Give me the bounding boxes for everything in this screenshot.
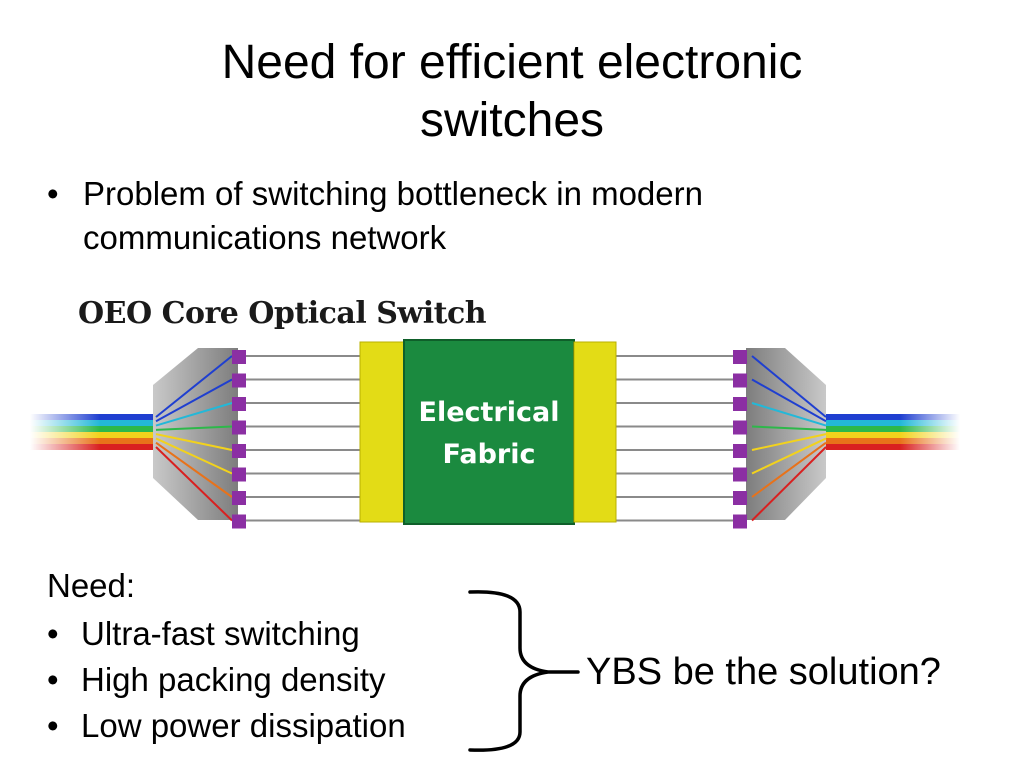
need-item-text: High packing density <box>81 661 386 698</box>
fanout-line <box>155 355 233 418</box>
problem-text: Problem of switching bottleneck in moder… <box>83 172 703 260</box>
fanin-line <box>751 446 827 522</box>
fanin-line <box>751 402 827 427</box>
mux-housing <box>746 348 826 520</box>
output-fiber-band <box>826 432 960 438</box>
input-port <box>232 373 246 388</box>
fanout-line <box>155 433 233 451</box>
output-fiber-band <box>826 438 960 444</box>
output-fiber-band <box>826 426 960 432</box>
problem-text-line-1: Problem of switching bottleneck in moder… <box>83 175 703 212</box>
fabric-right-side <box>573 341 617 523</box>
fabric-left-side <box>359 341 407 523</box>
need-bullet: • <box>47 707 59 744</box>
problem-text-line-2: communications network <box>83 219 447 256</box>
fanin-line <box>751 355 827 418</box>
output-port <box>733 350 747 364</box>
demux-fanout-lines <box>155 355 233 522</box>
need-item-text: Low power dissipation <box>81 707 406 744</box>
input-port <box>232 350 246 364</box>
fabric-label-line-1: Electrical <box>418 397 560 428</box>
diagram-heading: OEO Core Optical Switch <box>78 296 487 331</box>
problem-bullet: • Problem of switching bottleneck in mod… <box>47 172 947 260</box>
output-ports <box>733 350 747 529</box>
input-port <box>232 420 246 435</box>
input-port <box>232 514 246 529</box>
need-heading: Need: <box>47 567 136 604</box>
output-port <box>733 444 747 458</box>
need-bullet: • <box>47 615 59 652</box>
output-port <box>733 491 747 505</box>
electrical-fabric-block <box>403 339 575 525</box>
title-line-1: Need for efficient electronic <box>221 36 803 89</box>
fanout-line <box>155 378 233 423</box>
fabric-label-line-2: Fabric <box>442 439 536 470</box>
input-port <box>232 444 246 458</box>
fanout-line <box>155 437 233 475</box>
input-ports <box>232 350 246 529</box>
input-port <box>232 467 246 482</box>
solution-question: YBS be the solution? <box>586 651 941 693</box>
demux-housing <box>153 348 238 520</box>
fanout-line <box>155 441 233 498</box>
fanout-line <box>155 402 233 427</box>
fabric-label: Electrical Fabric <box>405 392 573 476</box>
fanin-line <box>751 433 827 451</box>
output-fiber-band <box>826 420 960 426</box>
fanout-line <box>155 425 233 431</box>
fanin-line <box>751 437 827 475</box>
fanin-line <box>751 441 827 498</box>
output-port <box>733 514 747 529</box>
input-port <box>232 491 246 505</box>
channel-lines <box>244 355 734 522</box>
output-port <box>733 420 747 435</box>
need-bullet: • <box>47 661 59 698</box>
fanin-line <box>751 378 827 423</box>
output-port <box>733 397 747 411</box>
title-line-2: switches <box>419 94 605 147</box>
need-item: • Ultra-fast switching <box>47 612 406 658</box>
mux-fanin-lines <box>751 355 827 522</box>
output-fade <box>900 408 960 456</box>
fanout-line <box>155 446 233 522</box>
output-fiber-bundle <box>826 414 960 450</box>
need-item: • High packing density <box>47 658 406 704</box>
input-port <box>232 397 246 411</box>
input-fade <box>30 408 100 456</box>
need-item-text: Ultra-fast switching <box>81 615 360 652</box>
output-port <box>733 467 747 482</box>
slide-title: Need for efficient electronic switches <box>0 34 1024 150</box>
fanin-line <box>751 425 827 431</box>
output-port <box>733 373 747 388</box>
need-item: • Low power dissipation <box>47 704 406 750</box>
need-list: • Ultra-fast switching • High packing dens… <box>47 612 406 750</box>
bullet-marker: • <box>47 175 59 212</box>
output-fiber-band <box>826 444 960 450</box>
output-fiber-band <box>826 414 960 420</box>
